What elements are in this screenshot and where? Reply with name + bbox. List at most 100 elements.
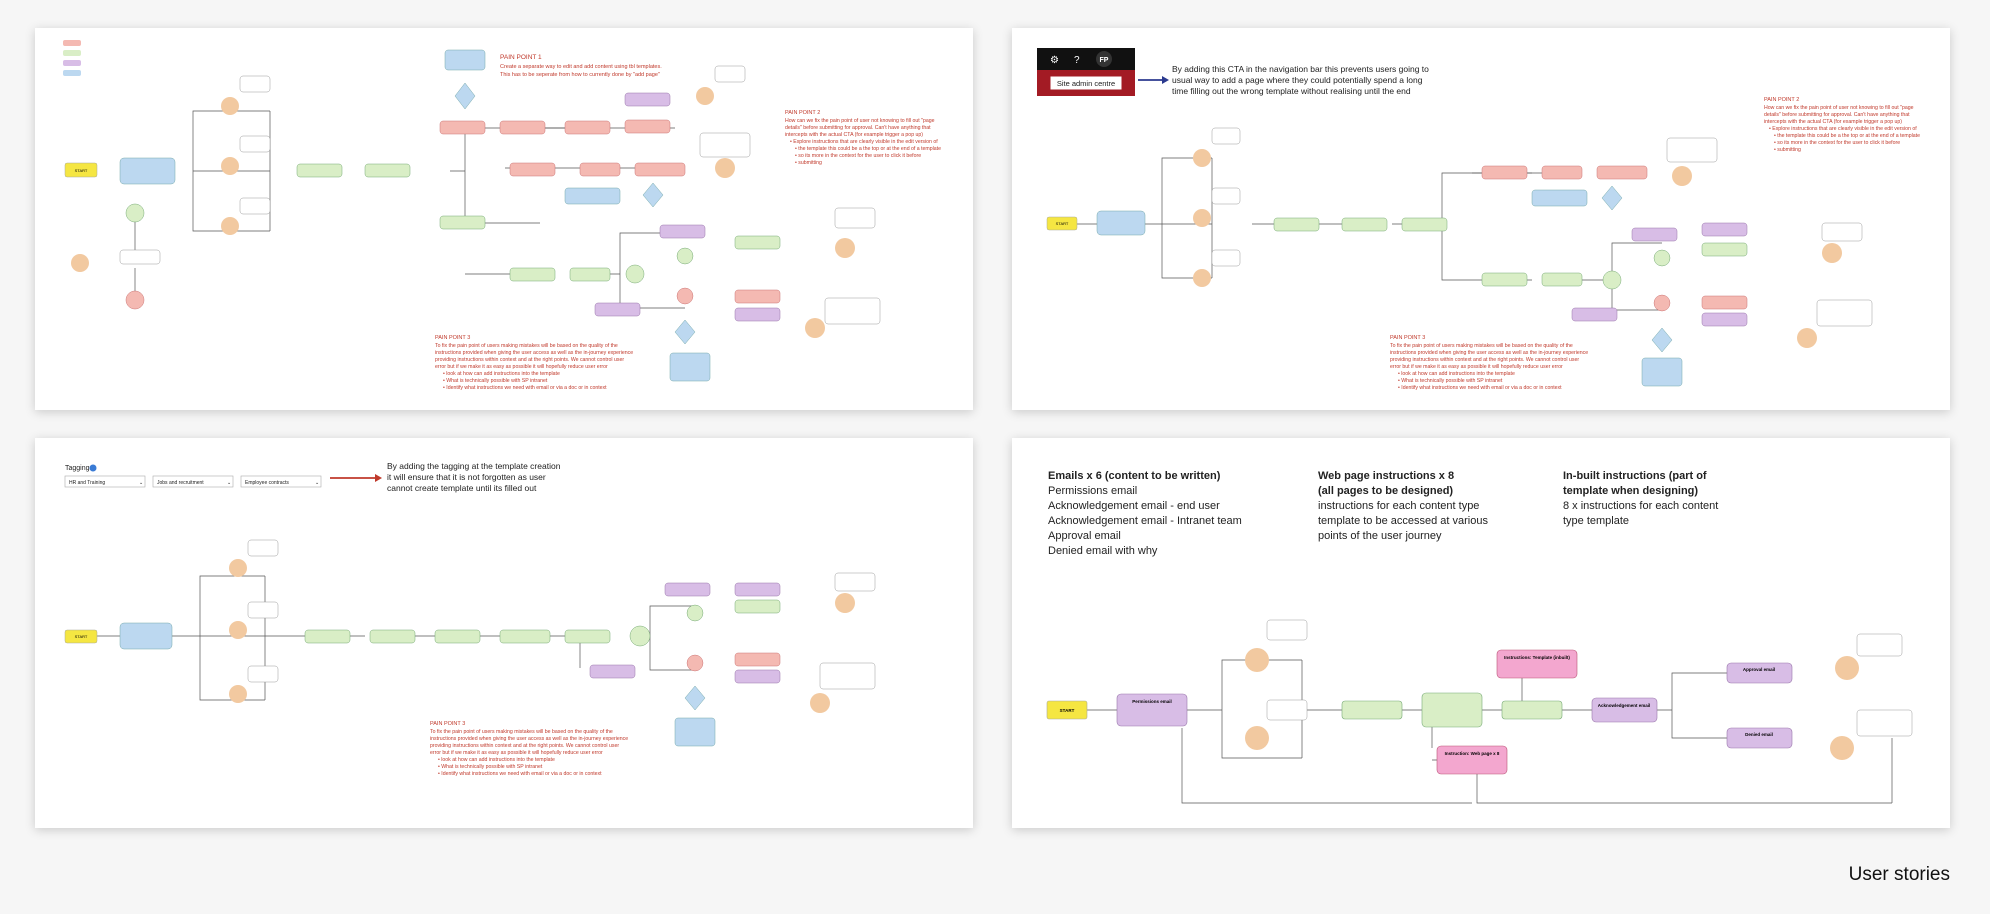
persona-avatar — [1193, 269, 1211, 287]
pain-point-text: How can we fix the pain point of user no… — [785, 118, 935, 124]
flow-diagram-2: ⚙ ? FP Site admin centre By adding this … — [1037, 48, 1920, 391]
select-type-node — [364, 163, 411, 178]
column-title: Emails x 6 (content to be written) — [1048, 470, 1221, 482]
intranet-review-node — [1602, 270, 1622, 290]
legend-chip — [63, 50, 81, 56]
pain-point-1: PAIN POINT 1 Create a separate way to ed… — [500, 54, 662, 78]
footer-title: User stories — [1848, 864, 1950, 885]
pain-point-2: PAIN POINT 2 How can we fix the pain poi… — [785, 110, 941, 166]
column-item: type template — [1563, 515, 1629, 527]
submit-node — [564, 629, 611, 644]
ux-content-node — [734, 307, 781, 322]
denied-email-title: Denied email — [1745, 732, 1773, 737]
instructions-web-title: Instruction: Web page x 8 — [1445, 751, 1500, 756]
annotation-text: By adding the tagging at the template cr… — [387, 461, 561, 471]
persona-avatar — [1797, 328, 1817, 348]
template-content-node — [439, 215, 486, 230]
approval-email-node — [1726, 662, 1793, 684]
legend-chip — [63, 70, 81, 76]
help-icon[interactable]: ? — [1074, 55, 1080, 66]
speech-bubble — [1856, 633, 1903, 657]
rejection-node — [634, 162, 686, 177]
flow-panel-cta: ⚙ ? FP Site admin centre By adding this … — [1012, 28, 1950, 410]
pain-point-bullet: • What is technically possible with SP i… — [443, 378, 548, 384]
annotation-text: time filling out the wrong template with… — [1172, 86, 1411, 96]
speech-bubble — [834, 572, 876, 592]
web-instructions-node — [669, 352, 711, 382]
decision-diamond — [454, 82, 476, 110]
tagging-dropdowns: HR and Training ⌄ Jobs and recruitment ⌄… — [64, 475, 322, 488]
speech-bubble — [239, 197, 271, 215]
persona-avatar — [1830, 736, 1854, 760]
pain-point-3: PAIN POINT 3 To fix the pain point of us… — [435, 335, 633, 391]
speech-bubble — [834, 207, 876, 229]
decision-diamond — [1651, 327, 1673, 353]
persona-avatar — [1193, 209, 1211, 227]
tag-dropdown[interactable] — [64, 475, 146, 488]
column-title: template when designing) — [1563, 485, 1698, 497]
permissions-node — [1096, 210, 1146, 236]
persona-avatar — [221, 97, 239, 115]
site-directory-node — [444, 49, 486, 71]
template-content-node — [434, 629, 481, 644]
pain-point-text: This has to be seperate from how to curr… — [500, 72, 660, 78]
persona-avatar — [696, 87, 714, 105]
persona-avatar — [810, 693, 830, 713]
acknowledgement-email-node — [1591, 697, 1658, 723]
web-instructions-node — [1531, 189, 1588, 207]
speech-bubble — [1266, 699, 1308, 721]
click-add-node — [304, 629, 351, 644]
rejected-node — [686, 654, 704, 672]
persona-avatar — [1822, 243, 1842, 263]
pain-point-text: error but if we make it as easy as possi… — [435, 364, 608, 370]
ux-content-node — [1701, 222, 1748, 237]
pain-point-title: PAIN POINT 2 — [1764, 97, 1799, 103]
start-node-label: START — [75, 634, 88, 639]
instructions-template-node — [1496, 649, 1578, 679]
speech-bubble — [239, 135, 271, 153]
approved-node — [1653, 249, 1671, 267]
ux-content-node — [734, 669, 781, 684]
create-template-node — [1501, 700, 1563, 720]
pain-point-title: PAIN POINT 3 — [1390, 335, 1425, 341]
decision-diamond — [684, 685, 706, 711]
confirm-email-node — [1701, 242, 1748, 257]
start-node — [64, 629, 98, 644]
submit-node — [579, 162, 621, 177]
rejection-node — [1596, 165, 1648, 180]
connectors — [97, 575, 760, 701]
pain-point-bullet: • the template this could be a the top o… — [1774, 133, 1920, 139]
gear-icon[interactable]: ⚙ — [1050, 55, 1059, 66]
speech-bubble — [714, 65, 746, 83]
ux-content-node — [1571, 307, 1618, 322]
reject-email-node — [734, 652, 781, 667]
avatar-initials: FP — [1100, 57, 1109, 64]
persona-avatar — [1672, 166, 1692, 186]
speech-bubble — [819, 662, 876, 690]
tagging-label: Tagging — [65, 465, 90, 472]
tag-dropdown[interactable] — [240, 475, 322, 488]
start-node — [1046, 216, 1078, 231]
tag-dropdown[interactable] — [152, 475, 234, 488]
reject-email-node — [734, 289, 781, 304]
pain-point-text: details" before submitting for approval.… — [785, 125, 931, 131]
speech-bubble — [1821, 222, 1863, 242]
avatar[interactable] — [1096, 51, 1112, 67]
info-icon[interactable] — [89, 464, 97, 472]
chevron-down-icon: ⌄ — [315, 480, 319, 486]
flow-diagram-3: Tagging HR and Training ⌄ Jobs and recru… — [64, 461, 876, 777]
request-permission-node — [119, 249, 161, 265]
web-instructions-node — [564, 187, 621, 205]
site-admin-centre-button[interactable] — [1049, 75, 1123, 91]
fill-all-node — [509, 267, 556, 282]
confirm-email-node — [734, 235, 781, 250]
reject-email-node — [1701, 295, 1748, 310]
column-item: template to be accessed at various — [1318, 515, 1488, 527]
ux-content-node — [734, 582, 781, 597]
annotation-arrow-head — [1162, 76, 1169, 84]
flow-panel-deliverables: Emails x 6 (content to be written) Permi… — [1012, 438, 1950, 828]
permissions-email-title: Permissions email — [1132, 699, 1172, 704]
speech-bubble — [1856, 709, 1913, 737]
speech-bubble — [247, 665, 279, 683]
persona-avatar — [221, 217, 239, 235]
